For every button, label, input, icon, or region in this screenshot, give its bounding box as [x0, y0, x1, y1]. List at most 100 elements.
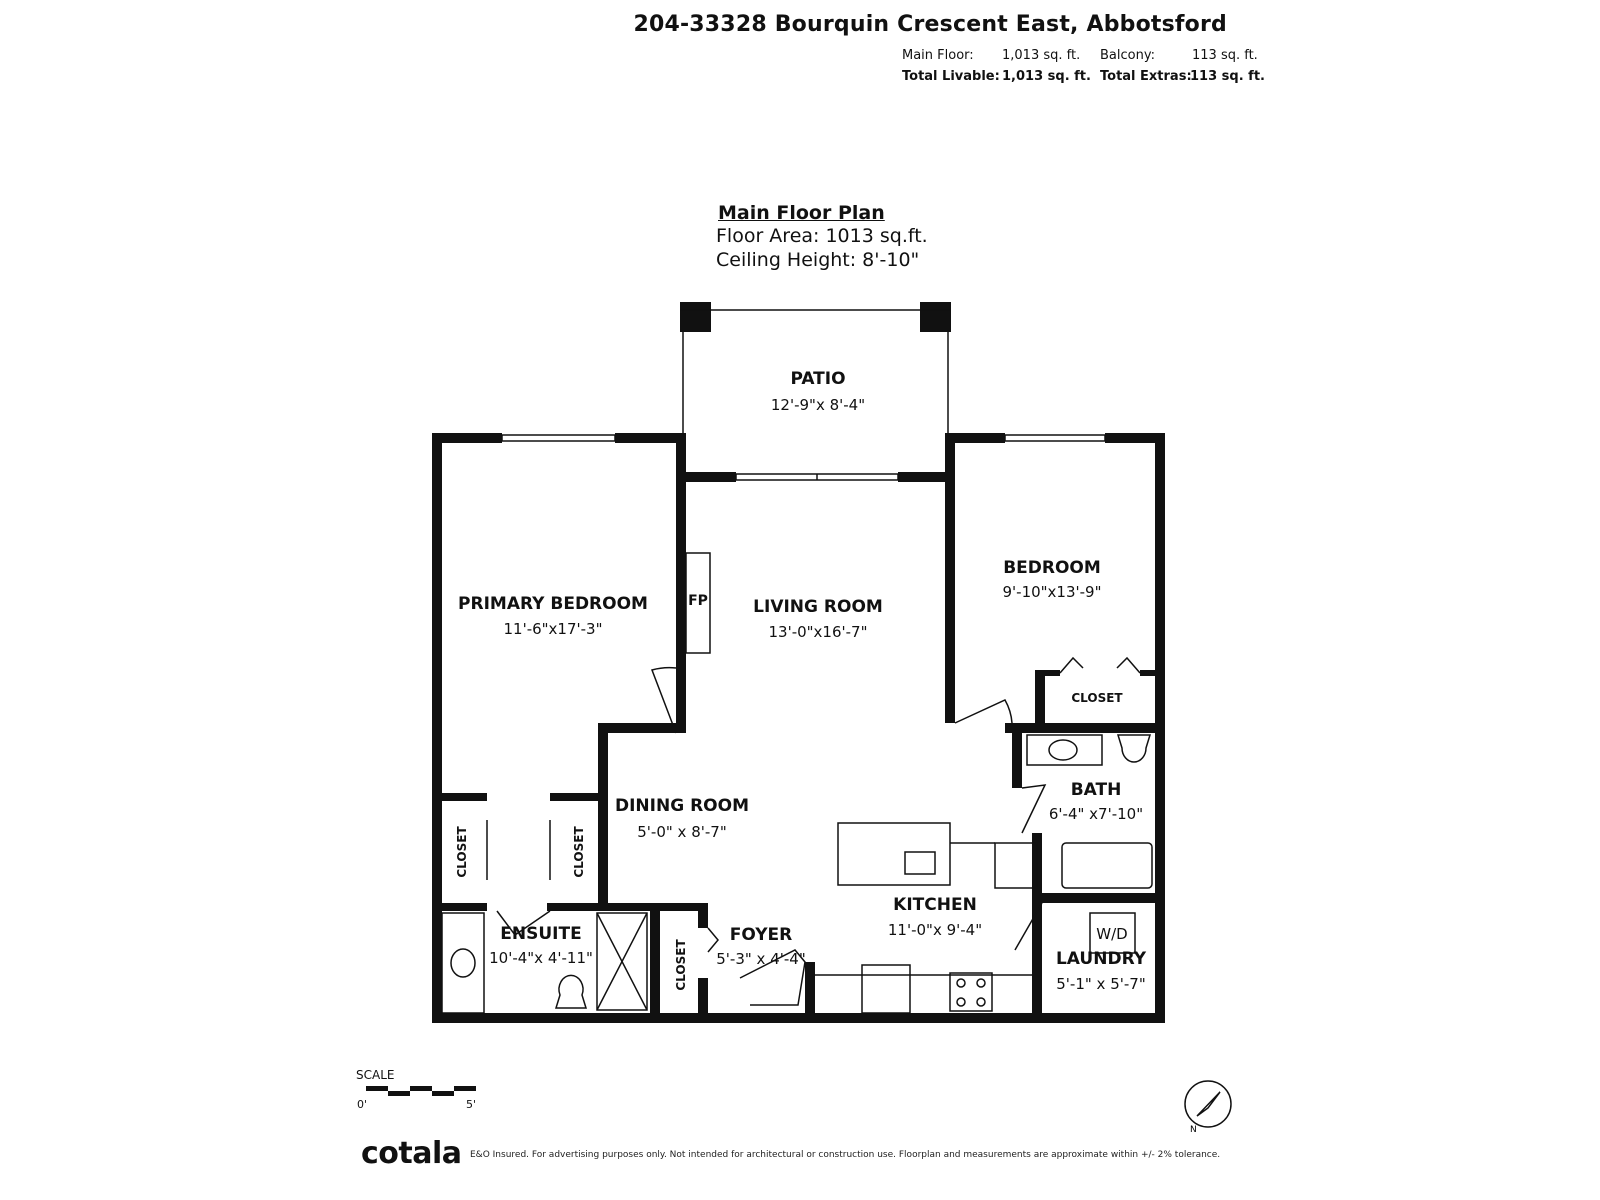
bath-sink [1048, 739, 1078, 761]
door-foyer-closet [707, 927, 719, 953]
room-dims-kitchen: 11'-0"x 9'-4" [888, 921, 982, 939]
total-livable-label: Total Livable: [902, 69, 1000, 84]
compass-ring [1184, 1080, 1232, 1128]
door-laundry [1014, 902, 1043, 951]
door-primary-bedroom [651, 666, 677, 734]
room-name-bath: BATH [1071, 780, 1122, 800]
ensuite-toilet [554, 974, 588, 1009]
wall-closet-top-b [550, 793, 605, 801]
room-dims-primary-bedroom: 11'-6"x17'-3" [503, 620, 602, 638]
scale-seg-3 [410, 1086, 432, 1091]
compass-icon: N [1184, 1080, 1232, 1135]
ceiling-height: Ceiling Height: 8'-10" [716, 249, 920, 271]
walls [432, 302, 1165, 1023]
balcony-label: Balcony: [1100, 48, 1155, 63]
ensuite-vanity [441, 912, 485, 1014]
room-dims-dining-room: 5'-0" x 8'-7" [637, 823, 726, 841]
balcony-value: 113 sq. ft. [1192, 48, 1258, 63]
wall-ensuite-foyer [650, 903, 660, 1018]
label-closet-bedroom: CLOSET [1071, 691, 1123, 705]
scale-seg-4 [432, 1091, 454, 1096]
room-name-kitchen: KITCHEN [893, 895, 977, 915]
scale-bar [366, 1086, 476, 1096]
washer-dryer [1089, 912, 1136, 954]
room-dims-living-room: 13'-0"x16'-7" [768, 623, 867, 641]
wall-kitchen-laundry [1032, 893, 1042, 1018]
burner-2 [976, 978, 986, 988]
wall-laundry-bath [1032, 893, 1162, 903]
wall-north-living-b [898, 472, 950, 482]
door-entry [739, 949, 806, 1006]
door-bedroom [954, 699, 1013, 724]
kitchen-island [837, 822, 951, 886]
room-labels: PATIO 12'-9"x 8'-4" PRIMARY BEDROOM 11'-… [455, 369, 1147, 993]
label-fireplace: FP [688, 593, 708, 609]
main-floor-value: 1,013 sq. ft. [1002, 48, 1081, 63]
window-primary-bedroom [501, 434, 616, 442]
room-name-living-room: LIVING ROOM [753, 597, 883, 617]
wall-ensuite-top-a [432, 903, 487, 911]
floor-area: Floor Area: 1013 sq.ft. [716, 225, 928, 247]
dishwasher [994, 842, 1038, 889]
shower-diag-b [596, 912, 648, 1011]
window-bedroom [1004, 434, 1106, 442]
total-livable-value: 1,013 sq. ft. [1002, 69, 1091, 84]
ensuite-sink [450, 948, 476, 978]
main-floor-label: Main Floor: [902, 48, 974, 63]
wall-south [432, 1013, 1165, 1023]
wall-dining-closet [598, 723, 608, 903]
scale-seg-5 [454, 1086, 476, 1091]
bath-vanity [1026, 734, 1103, 766]
compass-north-label: N [1190, 1125, 1197, 1135]
room-dims-laundry: 5'-1" x 5'-7" [1056, 975, 1145, 993]
burner-1 [956, 978, 966, 988]
wall-north-bedroom-a [945, 433, 1005, 443]
label-closet-primary-a: CLOSET [455, 826, 469, 878]
room-name-laundry: LAUNDRY [1056, 949, 1147, 969]
room-name-dining-room: DINING ROOM [615, 796, 749, 816]
wall-closet-west [1035, 670, 1045, 730]
wall-foyer-east-b [698, 978, 708, 1018]
kitchen-sink [904, 851, 936, 875]
wall-closet-top-a [432, 793, 487, 801]
burner-4 [976, 997, 986, 1007]
fridge [861, 964, 911, 1014]
door-ensuite [496, 910, 551, 937]
room-dims-bedroom: 9'-10"x13'-9" [1002, 583, 1101, 601]
label-closet-primary-b: CLOSET [572, 826, 586, 878]
wall-west [432, 433, 442, 1023]
disclaimer: E&O Insured. For advertising purposes on… [470, 1150, 1221, 1160]
plan-title-block: Main Floor Plan Floor Area: 1013 sq.ft. … [716, 202, 928, 272]
room-dims-patio: 12'-9"x 8'-4" [771, 396, 865, 414]
wall-bath-top [1005, 723, 1165, 733]
wall-bath-west-a [1012, 723, 1022, 788]
wall-living-bedroom [945, 433, 955, 723]
label-closet-foyer: CLOSET [674, 939, 688, 991]
patio-column-left [680, 302, 711, 332]
wall-primary-living [676, 433, 686, 733]
room-dims-foyer: 5'-3" x 4'-4" [716, 950, 805, 968]
wall-north-primary-a [432, 433, 502, 443]
wall-ensuite-top-b [547, 903, 707, 911]
wall-north-living-a [676, 472, 736, 482]
scale-label: SCALE [356, 1068, 395, 1082]
total-extras-value: 113 sq. ft. [1190, 69, 1265, 84]
room-name-primary-bedroom: PRIMARY BEDROOM [458, 594, 648, 614]
room-name-patio: PATIO [790, 369, 845, 389]
wall-closet-top-a [1035, 670, 1060, 676]
door-closet-b [1116, 656, 1141, 674]
wall-closet-top-b [1140, 670, 1160, 676]
cotala-logo: cotala [361, 1136, 462, 1171]
door-bath [1021, 784, 1047, 834]
room-name-ensuite: ENSUITE [500, 924, 581, 944]
room-name-bedroom: BEDROOM [1003, 558, 1101, 578]
fixtures [441, 309, 1153, 1014]
scale-end: 5' [466, 1098, 477, 1111]
property-address: 204-33328 Bourquin Crescent East, Abbots… [633, 12, 1227, 37]
room-name-foyer: FOYER [730, 925, 792, 945]
scale-start: 0' [357, 1098, 368, 1111]
stove [949, 972, 993, 1012]
scale-seg-1 [366, 1086, 388, 1091]
plan-title: Main Floor Plan [718, 202, 885, 224]
